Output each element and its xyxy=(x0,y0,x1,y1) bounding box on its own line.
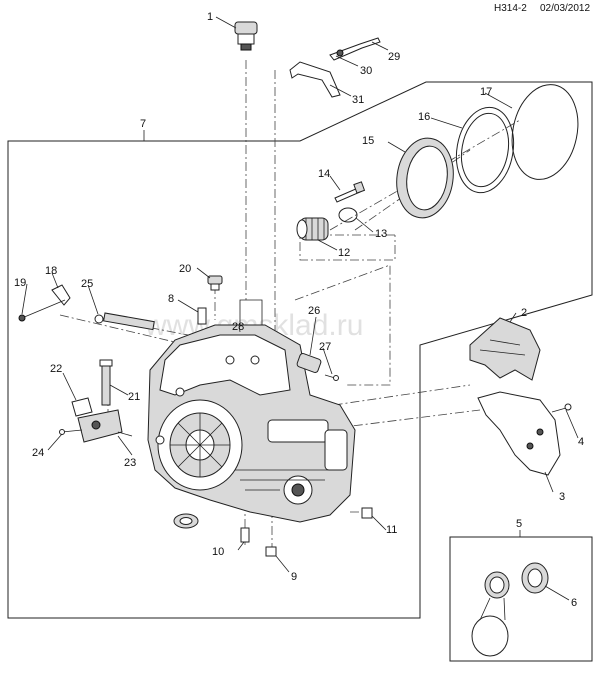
part-22-24-sensor xyxy=(59,397,133,443)
callout-3: 3 xyxy=(559,491,565,503)
callout-27: 27 xyxy=(319,341,331,353)
callout-16: 16 xyxy=(418,111,430,123)
part-29-31-bracket xyxy=(289,37,381,98)
callout-23: 23 xyxy=(124,457,136,469)
transmission-case xyxy=(147,324,356,523)
callout-labels: 1 2 3 4 5 6 7 8 9 10 11 12 13 14 15 16 1… xyxy=(14,11,584,609)
callout-25: 25 xyxy=(81,278,93,290)
callout-9: 9 xyxy=(291,571,297,583)
part-21-shaft xyxy=(99,359,113,406)
part-25-rod xyxy=(94,312,155,331)
part-3-cover xyxy=(477,391,561,476)
callout-4: 4 xyxy=(578,436,584,448)
callout-19: 19 xyxy=(14,277,26,289)
part-10-plug xyxy=(240,527,250,543)
part-15-piston xyxy=(396,137,454,219)
seal-left xyxy=(173,513,199,529)
callout-2: 2 xyxy=(521,307,527,319)
callout-7: 7 xyxy=(140,118,146,130)
part-4-bolt xyxy=(551,403,572,413)
callout-13: 13 xyxy=(375,228,387,240)
callout-29: 29 xyxy=(388,51,400,63)
part-1-cap xyxy=(234,21,258,51)
callout-10: 10 xyxy=(212,546,224,558)
part-5-cap xyxy=(471,571,510,657)
part-2-bracket xyxy=(469,317,541,381)
callout-12: 12 xyxy=(338,247,350,259)
part-8-bolt xyxy=(197,307,207,325)
callout-24: 24 xyxy=(32,447,44,459)
part-28-tube xyxy=(239,299,263,340)
callout-26: 26 xyxy=(308,305,320,317)
diagram-date: 02/03/2012 xyxy=(540,3,591,14)
part-20-plug xyxy=(207,275,223,291)
callout-6: 6 xyxy=(571,597,577,609)
callout-17: 17 xyxy=(480,86,492,98)
callout-11: 11 xyxy=(386,524,397,536)
part-9-plug xyxy=(265,546,277,557)
callout-5: 5 xyxy=(516,518,522,530)
part-17-snap-ring xyxy=(511,84,579,180)
callout-14: 14 xyxy=(318,168,330,180)
part-18-19-lever xyxy=(18,284,71,322)
part-14-bolt xyxy=(334,181,366,203)
callout-31: 31 xyxy=(352,94,364,106)
leader-lines xyxy=(21,16,579,601)
part-13-o-ring xyxy=(338,207,358,223)
detail-box xyxy=(449,536,593,662)
callout-8: 8 xyxy=(168,293,174,305)
callout-22: 22 xyxy=(50,363,62,375)
part-16-ring xyxy=(455,106,515,194)
part-12-spring xyxy=(296,217,329,241)
callout-20: 20 xyxy=(179,263,191,275)
callout-15: 15 xyxy=(362,135,374,147)
callout-18: 18 xyxy=(45,265,57,277)
assembly-frame xyxy=(7,81,593,619)
callout-1: 1 xyxy=(207,11,213,23)
part-6-seal xyxy=(521,562,549,594)
diagram-code: H314-2 xyxy=(494,3,527,14)
part-26-27-solenoid xyxy=(296,353,339,381)
callout-28: 28 xyxy=(232,321,244,333)
callout-21: 21 xyxy=(128,391,140,403)
part-11-bolt xyxy=(361,507,373,519)
callout-30: 30 xyxy=(360,65,372,77)
